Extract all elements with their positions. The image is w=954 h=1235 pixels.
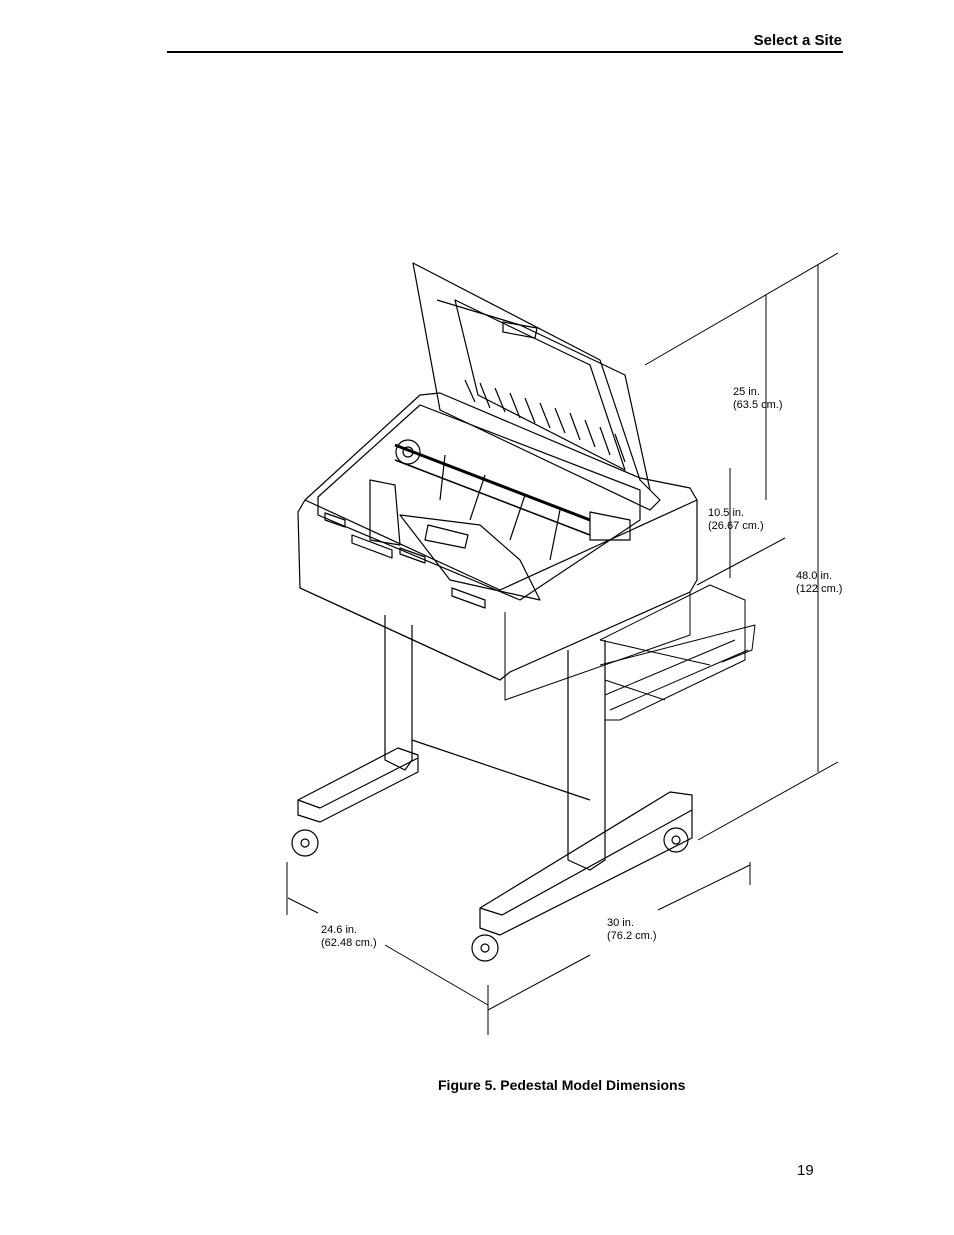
header-rule [167,51,843,53]
pedestal-printer-figure: 25 in. (63.5 cm.) 10.5 in. (26.67 cm.) 4… [270,250,870,1050]
dimension-metric: (26.67 cm.) [708,520,764,532]
dimension-imperial: 25 in. [733,386,760,398]
dimension-lid-height: 25 in. (63.5 cm.) [733,386,783,412]
paper-guide-fins [464,379,626,463]
printer-lid [412,262,661,511]
dimension-imperial: 30 in. [607,917,634,929]
dimension-imperial: 24.6 in. [321,924,358,936]
page-number: 19 [797,1162,814,1179]
printer-stand [291,615,693,962]
running-header: Select a Site [753,32,842,49]
dimension-imperial: 48.0 in. [796,570,833,582]
dimension-imperial: 10.5 in. [708,507,745,519]
dimension-depth: 24.6 in. (62.48 cm.) [321,924,377,950]
dimension-metric: (122 cm.) [796,583,843,595]
dimension-metric: (76.2 cm.) [607,930,657,942]
dimension-total-height: 48.0 in. (122 cm.) [796,570,842,596]
dimension-lines [286,252,839,1035]
dimension-metric: (62.48 cm.) [321,937,377,949]
printer-illustration [286,252,839,1035]
dimension-width: 30 in. (76.2 cm.) [607,917,657,943]
dimension-metric: (63.5 cm.) [733,399,783,411]
printer-cabinet [297,392,698,701]
dimension-cabinet-height: 10.5 in. (26.67 cm.) [708,507,764,533]
paper-basket [599,584,756,721]
figure-caption: Figure 5. Pedestal Model Dimensions [438,1077,686,1093]
